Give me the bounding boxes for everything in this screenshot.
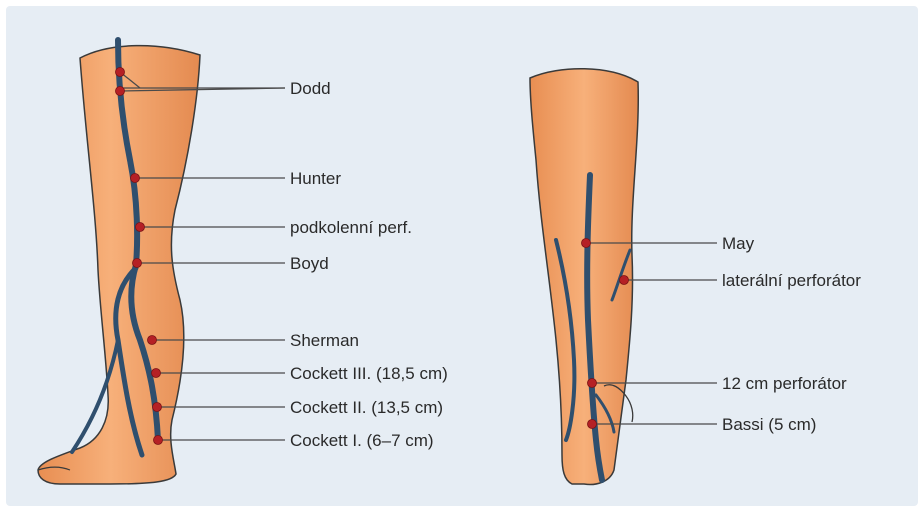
label-bassi: Bassi (5 cm) (722, 415, 816, 434)
perforator-dot-bassi (588, 420, 597, 429)
label-may: May (722, 234, 755, 253)
perforator-dot-dodd (116, 87, 125, 96)
label-hunter: Hunter (290, 169, 341, 188)
perforator-dot-cockett3 (152, 369, 161, 378)
label-podkolenni: podkolenní perf. (290, 218, 412, 237)
perforator-dot-perf12 (588, 379, 597, 388)
label-cockett1: Cockett I. (6–7 cm) (290, 431, 434, 450)
perforator-dot-may (582, 239, 591, 248)
label-cockett2: Cockett II. (13,5 cm) (290, 398, 443, 417)
perforator-dot-hunter (131, 174, 140, 183)
label-dodd: Dodd (290, 79, 331, 98)
perforator-dot-sherman (148, 336, 157, 345)
perforator-dot-dodd (116, 68, 125, 77)
label-perf12: 12 cm perforátor (722, 374, 847, 393)
perforator-dot-boyd (133, 259, 142, 268)
label-sherman: Sherman (290, 331, 359, 350)
perforator-dot-cockett2 (153, 403, 162, 412)
perforator-dot-lateralni (620, 276, 629, 285)
label-lateralni: laterální perforátor (722, 271, 861, 290)
perforator-dot-podkolenni (136, 223, 145, 232)
label-boyd: Boyd (290, 254, 329, 273)
label-cockett3: Cockett III. (18,5 cm) (290, 364, 448, 383)
perforator-dot-cockett1 (154, 436, 163, 445)
